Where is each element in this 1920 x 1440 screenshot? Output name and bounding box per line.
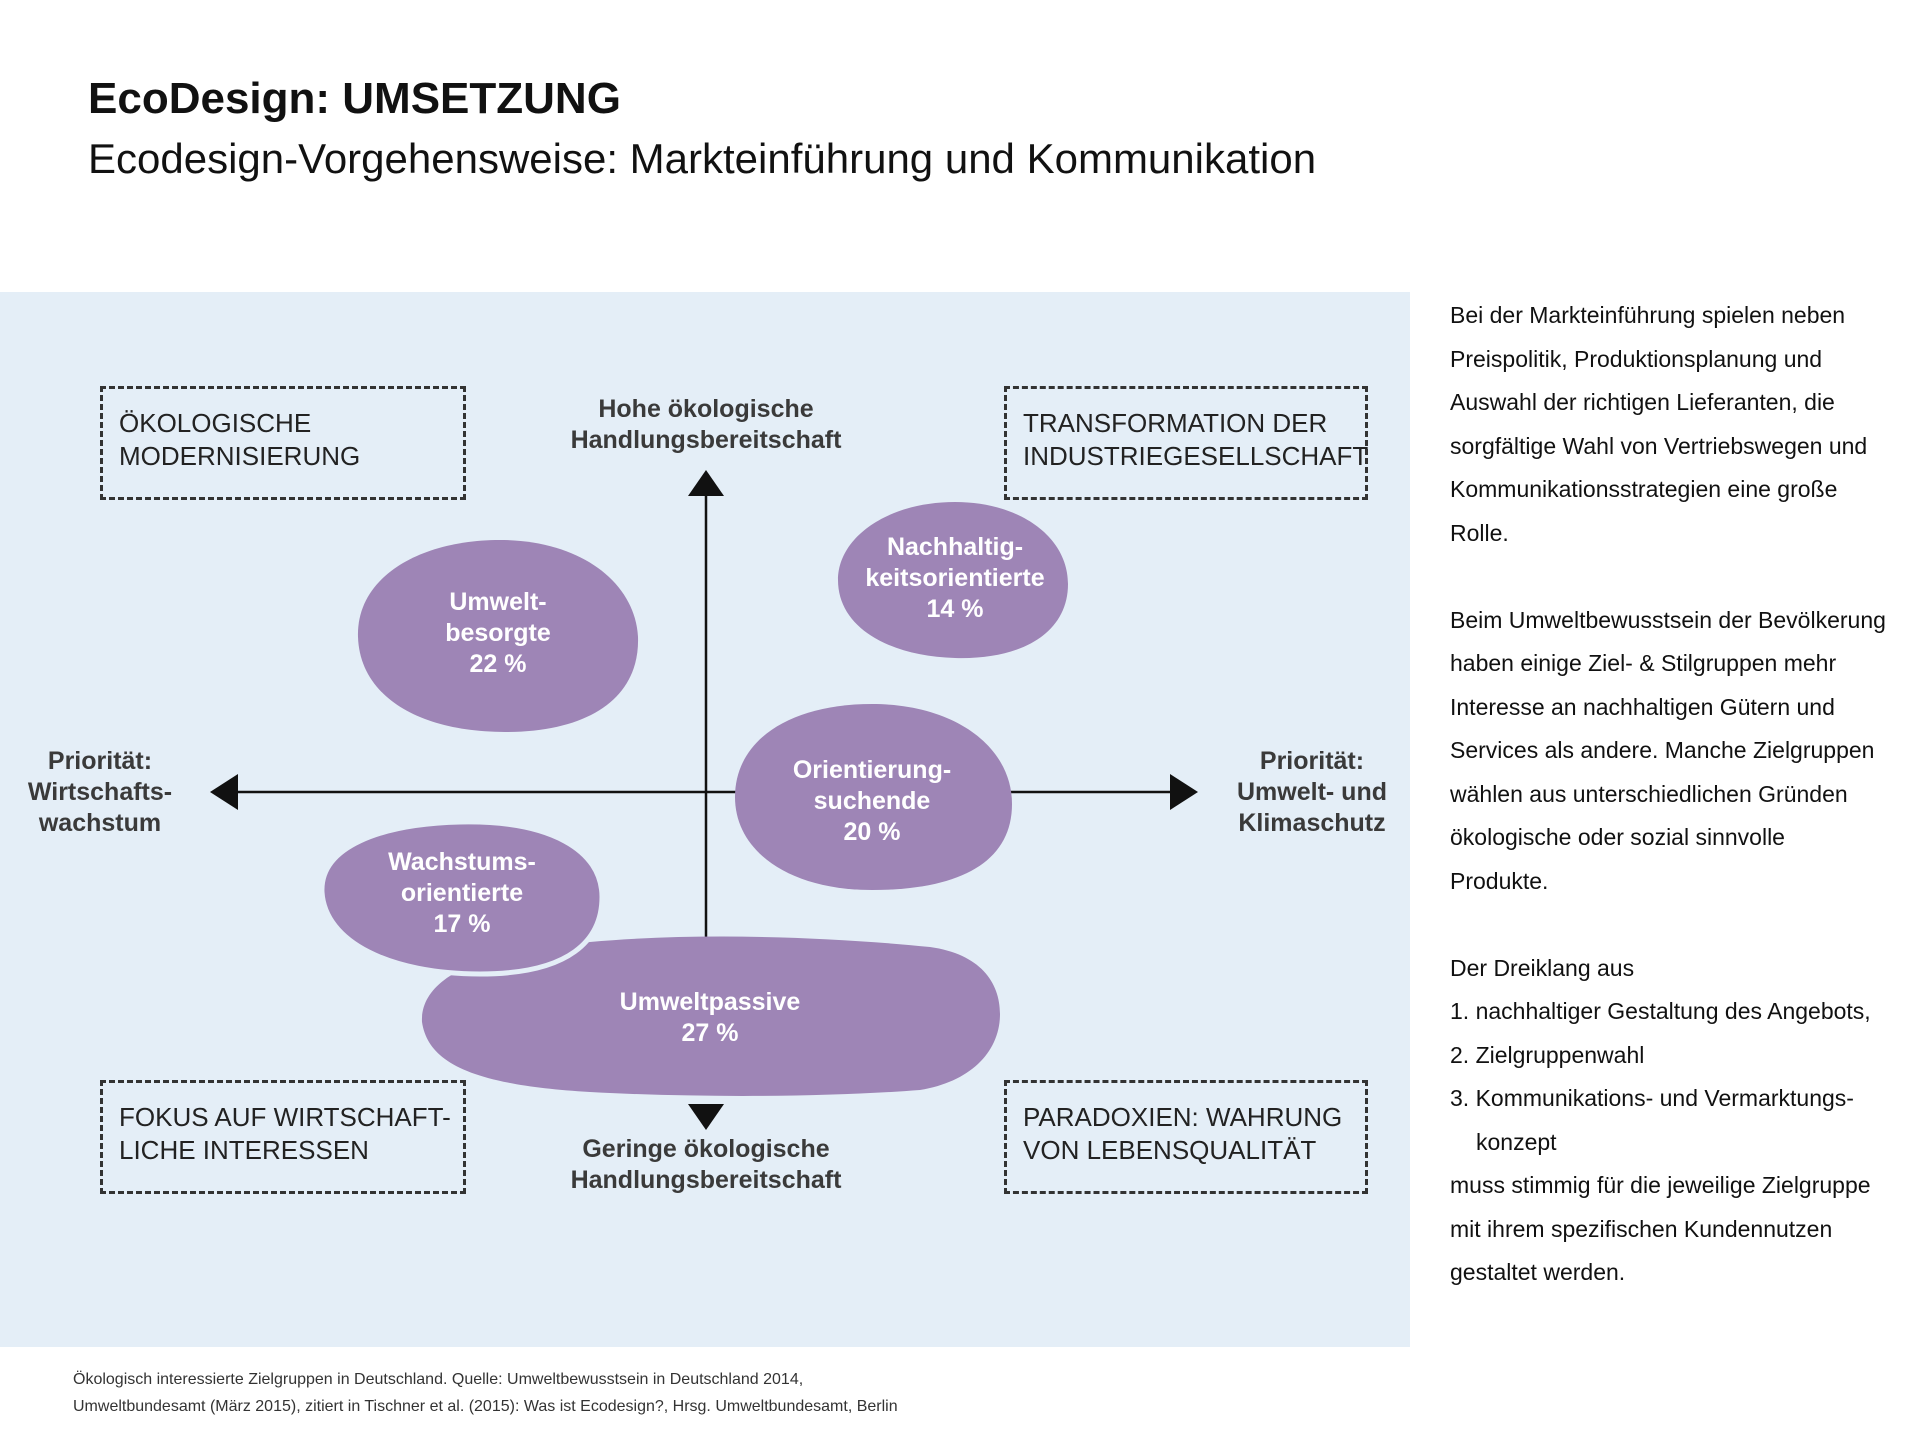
para1-line1: Bei der Markteinführung spielen neben [1450,302,1846,328]
group-wachstumsorientierte-share: 17 % [433,910,491,938]
quadrant-top-left-line1: ÖKOLOGISCHE [119,408,312,438]
page-subtitle: Ecodesign-Vorgehensweise: Markteinführun… [88,135,1317,182]
axis-label-left-line3: wachstum [38,809,162,837]
group-nachhaltigkeitsorientierte-line1: Nachhaltig- [886,533,1024,561]
group-umweltpassive-line1: Umweltpassive [619,988,801,1016]
axis-label-bottom-line2: Handlungsbereitschaft [570,1166,842,1194]
group-nachhaltigkeitsorientierte-line2: keitsorientierte [865,564,1045,592]
group-wachstumsorientierte: Wachstums- orientierte 17 % [362,847,562,940]
group-wachstumsorientierte-line2: orientierte [400,879,524,907]
para3-item3a: 3. Kommunikations- und Vermarktungs- [1450,1085,1854,1111]
quadrant-top-left: ÖKOLOGISCHE MODERNISIERUNG [100,386,466,500]
para3-item1: 1. nachhaltiger Gestaltung des Angebots, [1450,998,1871,1024]
para3-out3: gestaltet werden. [1450,1259,1626,1285]
arrow-right-icon [1170,774,1198,810]
para2-line7: Produkte. [1450,867,1549,894]
quadrant-bottom-right-line1: PARADOXIEN: WAHRUNG [1023,1102,1343,1132]
para3-out1: muss stimmig für die jeweilige Zielgrupp… [1450,1172,1871,1198]
quadrant-bottom-left-line2: LICHE INTERESSEN [119,1135,369,1165]
blob-umweltbesorgte [357,540,639,732]
quadrant-top-right-line1: TRANSFORMATION DER [1023,408,1328,438]
para2-line3: Interesse an nachhaltigen Gütern und [1450,693,1835,720]
group-nachhaltigkeitsorientierte-share: 14 % [926,595,984,623]
blob-wachstumsorientierte [319,819,605,977]
quadrant-top-right-line2: INDUSTRIEGESELLSCHAFT [1023,441,1369,471]
group-nachhaltigkeitsorientierte: Nachhaltig- keitsorientierte 14 % [845,532,1065,625]
axis-label-right: Priorität: Umwelt- und Klimaschutz [1222,746,1402,839]
group-umweltbesorgte: Umwelt- besorgte 22 % [398,587,598,680]
group-orientierungsuchende-line2: suchende [813,787,931,815]
para2-line4: Services als andere. Manche Zielgruppen [1450,737,1875,763]
blob-orientierungsuchende [735,704,1012,890]
quadrant-bottom-right: PARADOXIEN: WAHRUNG VON LEBENSQUALITÄT [1004,1080,1368,1194]
explanation-text: Bei der Markteinführung spielen neben Pr… [1450,294,1910,1295]
axis-label-left-line2: Wirtschafts- [27,778,173,806]
caption-line1: Ökologisch interessierte Zielgruppen in … [73,1371,804,1388]
group-orientierungsuchende-share: 20 % [843,818,901,846]
target-group-diagram: ÖKOLOGISCHE MODERNISIERUNG TRANSFORMATIO… [0,292,1410,1347]
axis-label-top: Hohe ökologische Handlungsbereitschaft [536,394,876,456]
axis-label-left: Priorität: Wirtschafts- wachstum [10,746,190,839]
quadrant-top-left-line2: MODERNISIERUNG [119,441,361,471]
paragraph-spacer [1450,903,1910,947]
caption-line2: Umweltbundesamt (März 2015), zitiert in … [73,1398,898,1415]
quadrant-top-right: TRANSFORMATION DER INDUSTRIEGESELLSCHAFT [1004,386,1368,500]
quadrant-bottom-right-line2: VON LEBENSQUALITÄT [1023,1135,1317,1165]
para3-item2: 2. Zielgruppenwahl [1450,1041,1645,1068]
para1-line2: Preispolitik, Produktionsplanung und [1450,345,1823,372]
para1-line4: sorgfältige Wahl von Vertriebswegen und [1450,432,1868,459]
axis-label-bottom: Geringe ökologische Handlungsbereitschaf… [536,1134,876,1196]
para1-line6: Rolle. [1450,519,1509,546]
group-umweltpassive-share: 27 % [681,1019,739,1047]
paragraph-spacer [1450,555,1910,599]
group-umweltbesorgte-line1: Umwelt- [449,588,547,616]
diagram-graphics [210,470,1198,1130]
axis-label-bottom-line1: Geringe ökologische [582,1135,830,1163]
group-umweltbesorgte-line2: besorgte [445,619,551,647]
quadrant-bottom-left: FOKUS AUF WIRTSCHAFT- LICHE INTERESSEN [100,1080,466,1194]
page-title: EcoDesign: UMSETZUNG [88,74,621,123]
para2-line6: ökologische oder sozial sinnvolle [1450,824,1785,850]
figure-caption: Ökologisch interessierte Zielgruppen in … [73,1366,1223,1420]
arrow-down-icon [688,1104,724,1130]
para2-line2: haben einige Ziel- & Stilgruppen mehr [1450,650,1837,676]
para3-intro: Der Dreiklang aus [1450,954,1635,981]
axis-label-right-line3: Klimaschutz [1238,809,1386,837]
axis-label-right-line1: Priorität: [1259,747,1365,775]
arrow-up-icon [688,470,724,496]
axis-label-top-line2: Handlungsbereitschaft [570,426,842,454]
blob-nachhaltigkeitsorientierte [838,502,1068,659]
para2-line1: Beim Umweltbewusstsein der Bevölkerung [1450,606,1886,633]
para1-line5: Kommunikationsstrategien eine große [1450,476,1838,502]
group-umweltbesorgte-share: 22 % [469,650,527,678]
quadrant-bottom-left-line1: FOKUS AUF WIRTSCHAFT- [119,1102,451,1132]
para3-out2: mit ihrem spezifischen Kundennutzen [1450,1215,1833,1242]
para3-item3b: konzept [1476,1128,1557,1155]
arrow-left-icon [210,774,238,810]
group-orientierungsuchende-line1: Orientierung- [792,756,952,784]
blob-umweltpassive [421,936,1000,1096]
group-wachstumsorientierte-line1: Wachstums- [388,848,536,876]
axis-label-left-line1: Priorität: [47,747,153,775]
axis-label-right-line2: Umwelt- und [1237,778,1387,806]
para1-line3: Auswahl der richtigen Lieferanten, die [1450,389,1835,415]
group-orientierungsuchende: Orientierung- suchende 20 % [762,755,982,848]
para2-line5: wählen aus unterschiedlichen Gründen [1450,780,1848,807]
group-umweltpassive: Umweltpassive 27 % [590,987,830,1049]
axis-label-top-line1: Hohe ökologische [598,395,814,423]
